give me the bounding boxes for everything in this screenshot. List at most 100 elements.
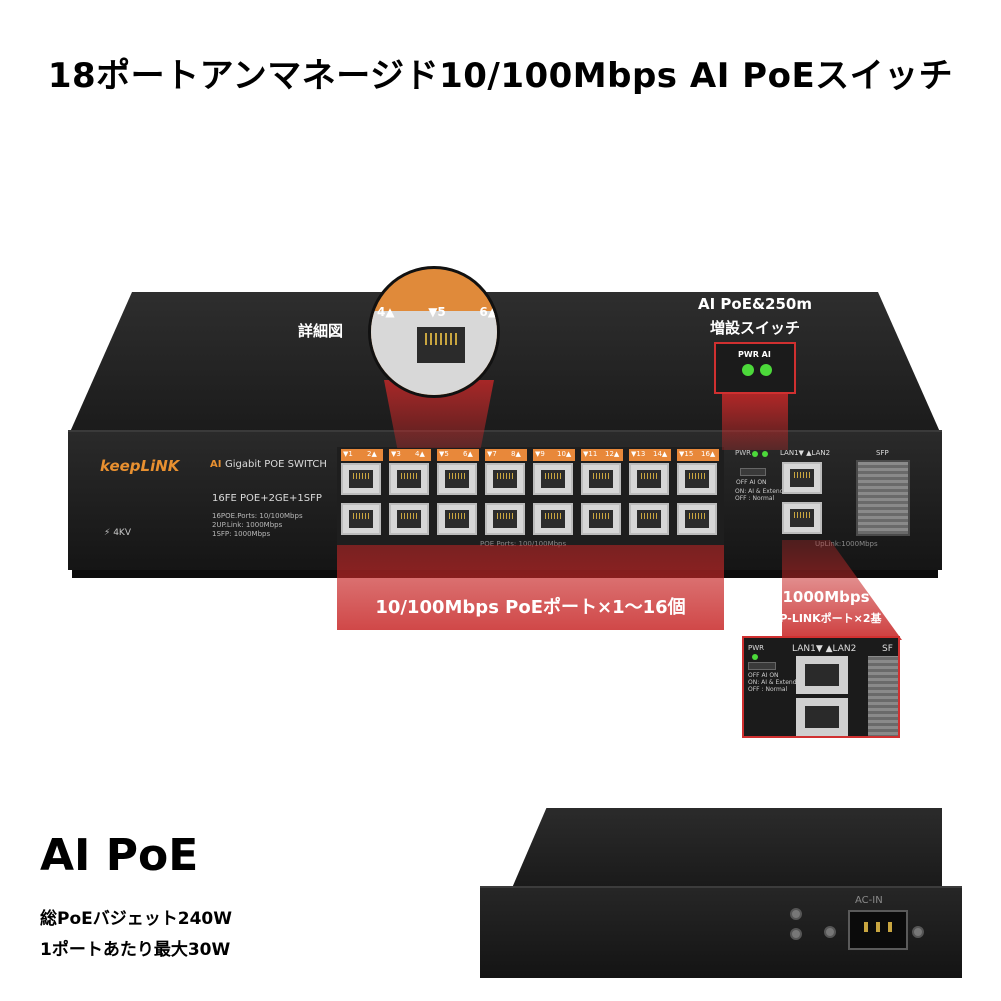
port-label-bar	[437, 449, 479, 461]
zoom-label: 6▲	[479, 305, 497, 319]
uplink-zoom-switch	[748, 662, 776, 670]
surge-protection-icon: ⚡	[104, 528, 111, 538]
poe-ports-highlight	[337, 545, 724, 630]
ground-screw-icon	[790, 928, 802, 940]
ground-screw-icon	[912, 926, 924, 938]
port-label-15: ▼15	[679, 450, 694, 458]
rj45-port-8[interactable]	[485, 503, 525, 535]
rj45-port-12[interactable]	[581, 503, 621, 535]
socket-pin	[888, 922, 892, 932]
surge-rating: ⚡ 4KV	[104, 528, 131, 538]
uplink-zoom-pwr: PWR	[748, 644, 765, 652]
ground-screw-icon	[824, 926, 836, 938]
rj45-port-4[interactable]	[389, 503, 429, 535]
socket-pin	[876, 922, 880, 932]
poe-port-panel: ▼1 2▲ ▼3 4▲ ▼5 6▲ ▼7 8▲ ▼9 10▲ ▼11 12▲ ▼…	[337, 447, 724, 545]
socket-pin	[864, 922, 868, 932]
poe-ports-caption: POE Ports: 100/100Mbps	[480, 540, 567, 548]
spec-lines: 16POE.Ports: 10/100Mbps 2UP.Link: 1000Mb…	[212, 512, 303, 539]
uz-mode-line: OFF : Normal	[748, 686, 788, 693]
mode-line: OFF : Normal	[735, 495, 775, 502]
zoom-rj45-jack	[417, 327, 465, 363]
uplink-port-lan1[interactable]	[782, 462, 822, 494]
port-label-bar	[677, 449, 719, 461]
model-spec: 16FE POE+2GE+1SFP	[212, 493, 322, 504]
ai-poe-heading: AI PoE	[40, 830, 199, 881]
ground-screw-icon	[790, 908, 802, 920]
rj45-port-11[interactable]	[581, 463, 621, 495]
uplink-callout-title: 1000Mbps	[782, 588, 870, 606]
ai-poe-box-label: PWR AI	[738, 350, 771, 359]
port-label-11: ▼11	[583, 450, 598, 458]
uplink-zoom-led	[752, 654, 758, 660]
port-label-7: ▼7	[487, 450, 497, 458]
port-label-bar	[485, 449, 527, 461]
port-label-8: 8▲	[511, 450, 521, 458]
uplink-zoom-port-lan2	[796, 698, 848, 736]
port-label-6: 6▲	[463, 450, 473, 458]
rj45-port-3[interactable]	[389, 463, 429, 495]
port-label-16: 16▲	[701, 450, 716, 458]
port-label-2: 2▲	[367, 450, 377, 458]
rj45-port-1[interactable]	[341, 463, 381, 495]
uplink-caption: UpLink:1000Mbps	[815, 540, 878, 548]
uplink-zoom-sfp-label: SF	[882, 644, 893, 654]
surge-value: 4KV	[113, 528, 131, 538]
rj45-port-10[interactable]	[533, 503, 573, 535]
rj45-port-14[interactable]	[629, 503, 669, 535]
port-label-12: 12▲	[605, 450, 620, 458]
uz-mode-line: ON: AI & Extend	[748, 679, 797, 686]
uplink-port-lan2[interactable]	[782, 502, 822, 534]
mode-switch-label: OFF AI ON	[736, 479, 767, 486]
port-label-1: ▼1	[343, 450, 353, 458]
detail-callout-label: 詳細図	[298, 322, 344, 340]
uplink-zoom-mode: OFF AI ON ON: AI & Extend OFF : Normal	[748, 672, 797, 693]
ai-poe-callout: AI PoE&250m 増設スイッチ	[690, 292, 820, 340]
sfp-label: SFP	[876, 449, 889, 457]
pwr-led	[752, 451, 758, 457]
port-label-3: ▼3	[391, 450, 401, 458]
lan-labels: LAN1▼ ▲LAN2	[780, 449, 831, 457]
port-label-14: 14▲	[653, 450, 668, 458]
rj45-port-6[interactable]	[437, 503, 477, 535]
model-ai-tag: AI	[210, 459, 222, 470]
ai-poe-line: AI PoE&250m	[698, 295, 812, 313]
zoom-port-labels: 4▲ ▼5 6▲	[377, 305, 497, 319]
uplink-callout-subtitle: UP-LINKポート×2基	[770, 612, 882, 625]
zoom-pwr-led	[742, 364, 754, 376]
uplink-zoom-port-lan1	[796, 656, 848, 694]
rj45-port-7[interactable]	[485, 463, 525, 495]
port-label-bar	[533, 449, 575, 461]
uz-mode-line: OFF AI ON	[748, 672, 779, 679]
rj45-port-16[interactable]	[677, 503, 717, 535]
port-label-4: 4▲	[415, 450, 425, 458]
page-title: 18ポートアンマネージド10/100Mbps AI PoEスイッチ	[47, 56, 954, 96]
sfp-slot[interactable]	[856, 460, 910, 536]
port-label-5: ▼5	[439, 450, 449, 458]
spec-line: 16POE.Ports: 10/100Mbps	[212, 512, 303, 520]
zoom-label: 4▲	[377, 305, 395, 319]
ac-in-label: AC-IN	[855, 895, 883, 906]
rj45-port-5[interactable]	[437, 463, 477, 495]
rj45-port-15[interactable]	[677, 463, 717, 495]
spec-line: 2UP.Link: 1000Mbps	[212, 521, 283, 529]
rj45-port-9[interactable]	[533, 463, 573, 495]
zoom-ai-led	[760, 364, 772, 376]
brand-logo: keepLiNK	[100, 457, 180, 475]
port-label-bar	[581, 449, 623, 461]
uplink-zoom-lan-labels: LAN1▼ ▲LAN2	[792, 644, 857, 654]
ai-poe-line: 増設スイッチ	[709, 319, 800, 337]
detail-zoom-circle: 4▲ ▼5 6▲	[368, 266, 500, 398]
pwr-label: PWR	[735, 449, 752, 457]
mode-line: ON: AI & Extend	[735, 488, 784, 495]
port-label-9: ▼9	[535, 450, 545, 458]
ai-mode-switch[interactable]	[740, 468, 766, 476]
per-port-power-text: 1ポートあたり最大30W	[40, 940, 231, 960]
mode-description: ON: AI & Extend OFF : Normal	[735, 488, 784, 502]
rj45-port-2[interactable]	[341, 503, 381, 535]
uplink-zoom-sfp	[868, 656, 898, 736]
power-socket-icon[interactable]	[848, 910, 908, 950]
port-label-bar	[389, 449, 431, 461]
rj45-port-13[interactable]	[629, 463, 669, 495]
poe-ports-callout: 10/100Mbps PoEポート×1～16個	[375, 597, 686, 618]
